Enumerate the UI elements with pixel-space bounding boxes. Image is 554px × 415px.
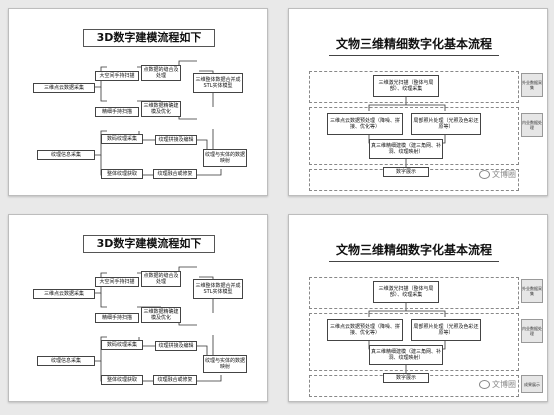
side-tag-office: 内业数据处理 <box>521 113 543 137</box>
box-model-merge: 三维整体数据合并成STL实体模型 <box>193 73 243 93</box>
region-field-collection <box>309 71 519 103</box>
box-info-collect: 纹理信息采集 <box>37 150 95 160</box>
slide-relic-digitization-top: 文物三维精细数字化基本流程 三维激光扫描（整体与局部）、纹理采集 三维点云数据预… <box>288 8 548 196</box>
slide-relic-digitization-bottom: 文物三维精细数字化基本流程 三维激光扫描（整体与局部）、纹理采集 三维点云数据预… <box>288 214 548 402</box>
slide-title: 文物三维精细数字化基本流程 <box>329 241 499 262</box>
slide-3d-modeling-top: 3D数字建模流程如下 三维点云数据采集 大空间手持扫描 点数据的缝合及处理 精细… <box>8 8 268 196</box>
box-model-merge: 三维整体数据合并成STL实体模型 <box>193 279 243 299</box>
box-info-collect: 纹理信息采集 <box>37 356 95 366</box>
box-multi-view-capture: 三维点云数据采集 <box>33 289 95 299</box>
watermark: 文博圈 <box>479 379 516 390</box>
watermark-logo-icon <box>479 380 490 389</box>
box-solid-model: 纹理与实体的数据映射 <box>203 149 247 167</box>
title-underline <box>329 258 499 262</box>
box-laser-scan: 三维激光扫描（整体与局部）、纹理采集 <box>373 281 439 303</box>
title-underline <box>329 52 499 56</box>
box-solid-model: 纹理与实体的数据映射 <box>203 355 247 373</box>
box-texture-collect: 数码纹理采集 <box>101 134 143 144</box>
box-pointcloud-preprocess: 三维点云数据预处理（降噪、拼接、优化等） <box>327 113 403 135</box>
box-laser-scan: 三维激光扫描（整体与局部）、纹理采集 <box>373 75 439 97</box>
box-texture-collect: 数码纹理采集 <box>101 340 143 350</box>
side-tag-field: 外业数据采集 <box>521 279 543 303</box>
watermark: 文博圈 <box>479 169 516 180</box>
slide-title: 3D数字建模流程如下 <box>83 29 215 47</box>
box-pointcloud-register: 点数据的缝合及处理 <box>141 65 181 81</box>
box-fine-modeling: 真三维精细建模（建三角网、补洞、纹理映射） <box>369 139 443 159</box>
box-texture-map: 纹理拼接及编辑 <box>155 341 197 351</box>
box-precise-scan: 精细手持扫描 <box>95 107 139 117</box>
box-digital-display: 数字展示 <box>383 373 429 383</box>
side-tag-field: 外业数据采集 <box>521 73 543 97</box>
slide-3d-modeling-bottom: 3D数字建模流程如下 三维点云数据采集 大空间手持扫描 点数据的缝合及处理 精细… <box>8 214 268 402</box>
box-mesh-build: 三维数据精确建模及优化 <box>141 307 181 323</box>
watermark-logo-icon <box>479 170 490 179</box>
box-texture-map: 纹理拼接及编辑 <box>155 135 197 145</box>
box-pointcloud-preprocess: 三维点云数据预处理（降噪、拼接、优化等） <box>327 319 403 341</box>
region-office-processing <box>309 107 519 165</box>
box-texture-acquire: 整体纹理获取 <box>101 375 143 385</box>
box-local-photo-process: 局部照片处理（光照及色彩还原等） <box>411 319 481 341</box>
box-local-photo-process: 局部照片处理（光照及色彩还原等） <box>411 113 481 135</box>
side-tag-display: 成果展示 <box>521 375 543 393</box>
box-mesh-build: 三维数据精确建模及优化 <box>141 101 181 117</box>
box-pointcloud-register: 点数据的缝合及处理 <box>141 271 181 287</box>
region-office-processing <box>309 313 519 371</box>
box-space-scan: 大空间手持扫描 <box>95 71 139 81</box>
box-multi-view-capture: 三维点云数据采集 <box>33 83 95 93</box>
side-tag-office: 内业数据处理 <box>521 319 543 343</box>
box-texture-acquire: 整体纹理获取 <box>101 169 143 179</box>
region-field-collection <box>309 277 519 309</box>
slide-title: 文物三维精细数字化基本流程 <box>329 35 499 56</box>
box-fine-modeling: 真三维精细建模（建三角网、补洞、纹理映射） <box>369 345 443 365</box>
box-space-scan: 大空间手持扫描 <box>95 277 139 287</box>
box-texture-fuse: 纹理融合或修复 <box>153 375 197 385</box>
box-precise-scan: 精细手持扫描 <box>95 313 139 323</box>
box-digital-display: 数字展示 <box>383 167 429 177</box>
slide-title: 3D数字建模流程如下 <box>83 235 215 253</box>
box-texture-fuse: 纹理融合或修复 <box>153 169 197 179</box>
